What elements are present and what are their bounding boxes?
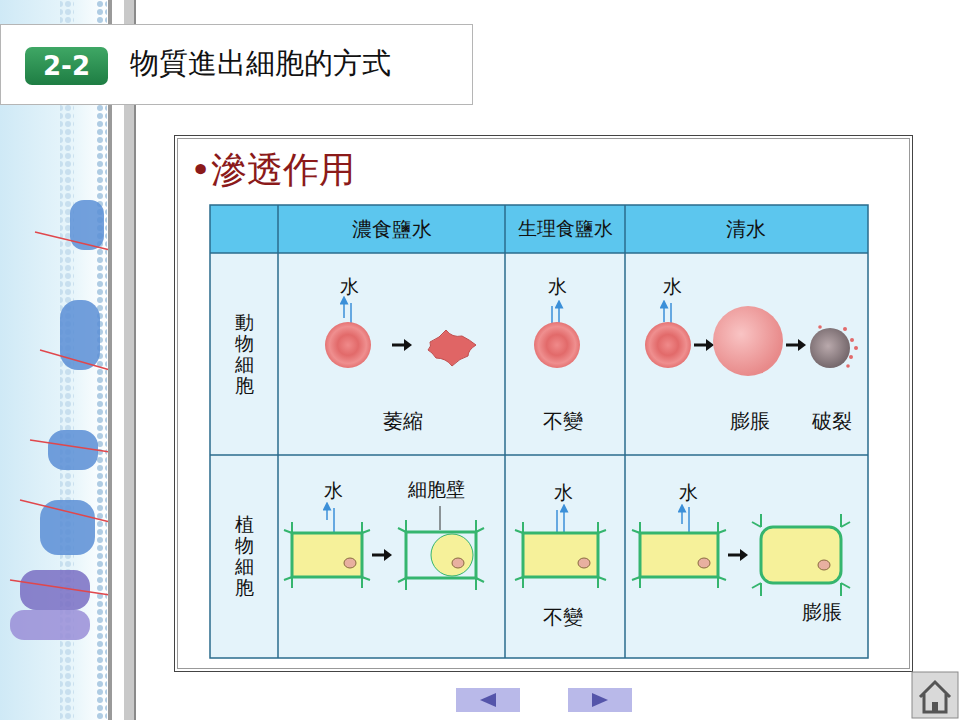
water-label: 水 [679, 480, 698, 506]
water-label: 水 [340, 274, 359, 300]
water-label: 水 [663, 274, 682, 300]
section-badge: 2-2 [25, 47, 108, 85]
cell-result: 破裂 [812, 408, 852, 435]
slide-title: 物質進出細胞的方式 [130, 44, 391, 84]
water-label: 水 [324, 478, 343, 504]
cell-result: 膨脹 [802, 599, 842, 626]
water-label: 水 [554, 480, 573, 506]
row-header: 動物細胞 [235, 312, 254, 396]
part-name: 細胞壁 [408, 477, 465, 503]
cell-result: 膨脹 [730, 408, 770, 435]
row-header: 植物細胞 [235, 514, 254, 598]
cell-result: 不變 [543, 604, 583, 631]
cell-result: 萎縮 [383, 408, 423, 435]
heading: •滲透作用 [190, 146, 355, 195]
header-cell: 濃食鹽水 [352, 216, 432, 243]
cell-result: 不變 [543, 408, 583, 435]
header-cell: 清水 [726, 216, 766, 243]
badge-text: 2-2 [43, 51, 90, 81]
water-label: 水 [548, 274, 567, 300]
header-cell: 生理食鹽水 [518, 216, 613, 242]
